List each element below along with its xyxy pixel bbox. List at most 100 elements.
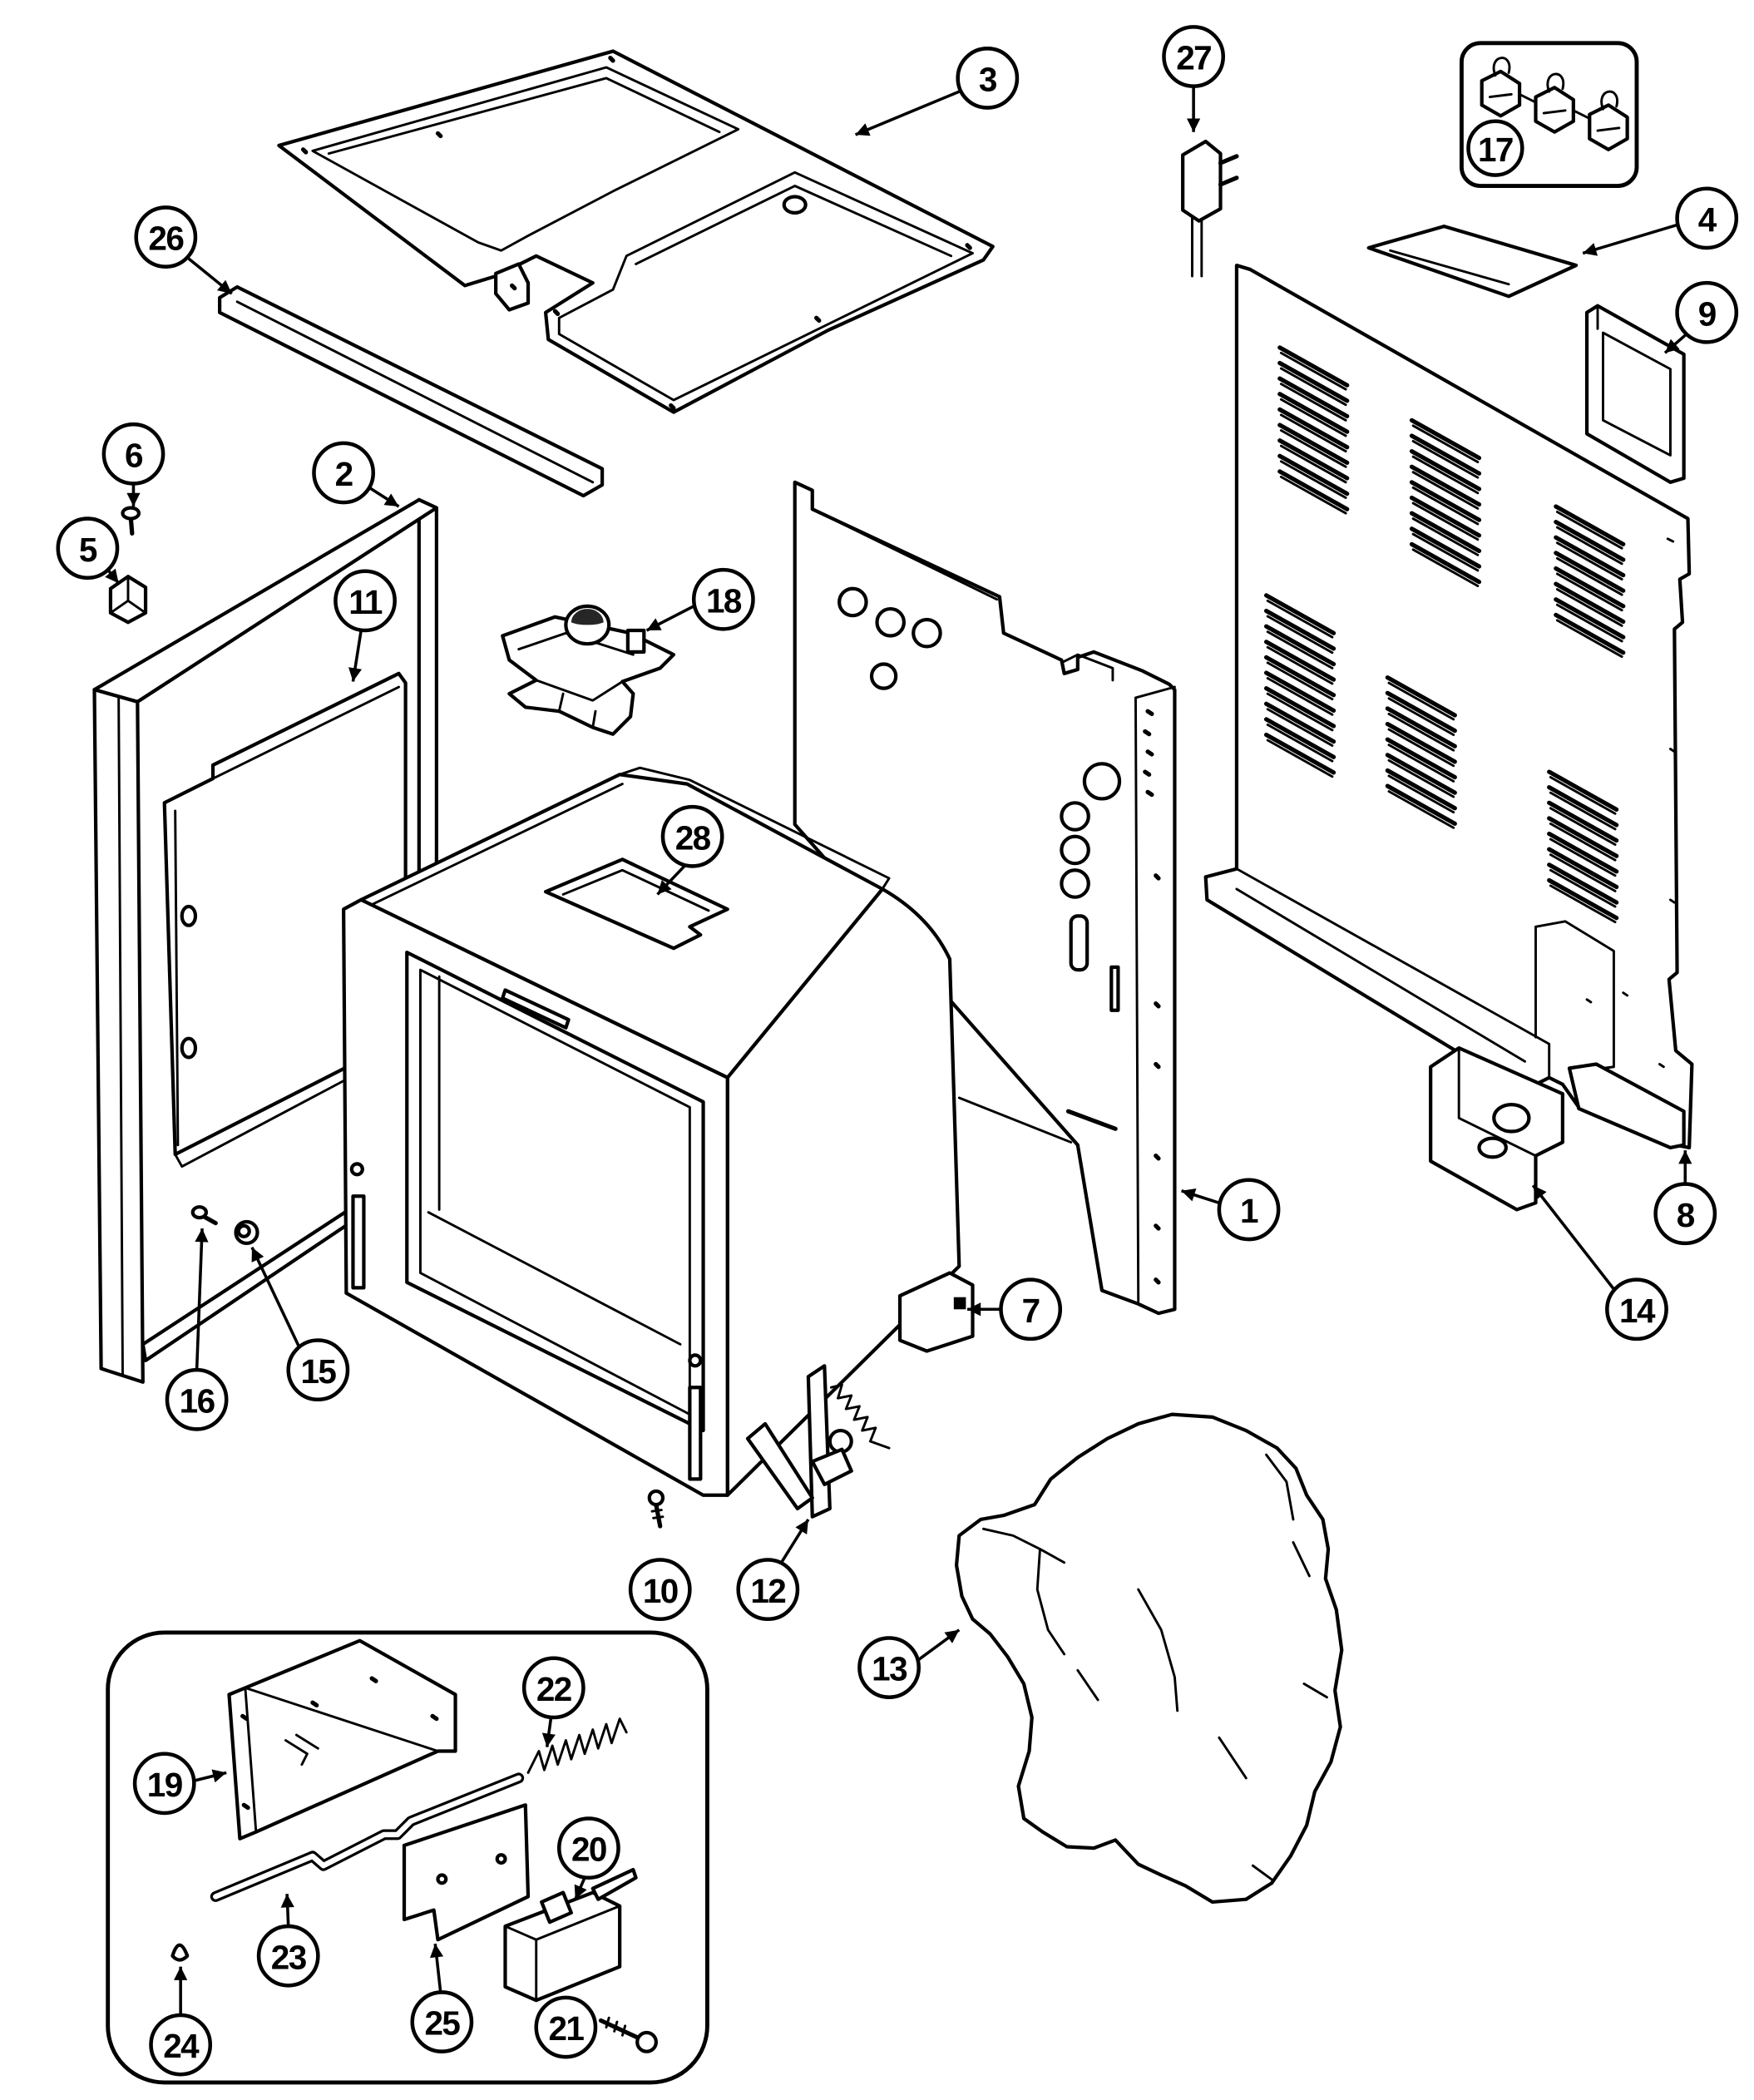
top-panel-recess [557, 170, 974, 402]
callout-label: 12 [750, 1572, 785, 1610]
leader-arrow-14 [1531, 1184, 1615, 1291]
part-9-bracket [1584, 304, 1686, 484]
part-10-screw [647, 1489, 665, 1529]
callout-circle [857, 1636, 921, 1699]
callout-label: 27 [1176, 39, 1211, 77]
part-22-spring [526, 1717, 628, 1774]
part-3-top-panel [277, 49, 995, 414]
callout-2: 2 [312, 441, 376, 505]
callout-1: 1 [1217, 1178, 1281, 1242]
callout-circle [999, 1277, 1063, 1342]
side-panel-slot [1069, 914, 1089, 972]
screw-head [190, 1205, 209, 1220]
side-panel-hole [875, 606, 906, 638]
leader-arrow-3 [854, 90, 960, 136]
callout-label: 8 [1677, 1196, 1695, 1234]
screw-shaft [654, 1502, 663, 1529]
strip-holes [1143, 709, 1161, 1285]
cover-plate-edge [561, 868, 710, 912]
insulation-texture [981, 1453, 1328, 1882]
leader-arrow-26 [187, 257, 233, 295]
cavity-frame-slot [501, 988, 571, 1030]
leader-arrow-28 [656, 865, 686, 896]
top-panel-screw-holes [300, 56, 972, 411]
cavity-side-slot [351, 1194, 366, 1290]
part-18-thermostat-bracket [501, 604, 676, 736]
callout-label: 21 [548, 2009, 584, 2048]
callout-10: 10 [628, 1558, 692, 1622]
cavity-screw-hole [688, 1353, 703, 1368]
bracket-hole [1492, 1102, 1531, 1134]
clip-wires [1488, 57, 1621, 132]
callout-circle [736, 1558, 800, 1622]
leader-arrow-15 [250, 1247, 301, 1348]
callout-label: 25 [424, 2004, 460, 2043]
callout-label: 9 [1698, 294, 1717, 333]
latch-hook [810, 1447, 853, 1486]
plate-outline [1366, 224, 1579, 299]
side-panel-hole [1060, 801, 1090, 832]
switch-bracket-fold [244, 1686, 439, 1834]
screw-thread [605, 2016, 627, 2037]
bracket-hole [1477, 1136, 1508, 1159]
callout-circle [1675, 186, 1739, 250]
side-panel-edges [811, 507, 1176, 1303]
callout-label: 24 [163, 2027, 200, 2065]
callout-15: 15 [286, 1338, 350, 1402]
side-panel-outline [793, 480, 1177, 1316]
bracket-details [517, 631, 635, 729]
screw-head [647, 1489, 665, 1507]
callout-circle [534, 1995, 598, 2059]
callout-28: 28 [660, 804, 724, 868]
callout-17: 17 [1466, 119, 1524, 177]
front-column [92, 688, 145, 1384]
vent-louvers [1263, 345, 1626, 921]
callout-circle [1605, 1277, 1668, 1342]
callout-25: 25 [410, 1990, 474, 2053]
callout-24: 24 [149, 2013, 213, 2077]
callout-label: 6 [125, 436, 143, 474]
cavity-opening [405, 950, 705, 1433]
part-19-switch-bracket [227, 1638, 457, 1841]
back-panel-lower-tab [1567, 1062, 1686, 1150]
part-20-door-switch [503, 1867, 638, 2003]
top-panel-recess [311, 66, 740, 252]
sensor-block [625, 628, 646, 655]
strip-edge [235, 300, 595, 484]
switch-edges [504, 1905, 621, 2002]
bracket-fold [1457, 1046, 1537, 1158]
part-16-screw [190, 1205, 218, 1226]
clip [1480, 69, 1522, 118]
callout-label: 10 [643, 1572, 678, 1610]
callout-label: 11 [348, 583, 383, 621]
rod-fill [213, 1775, 521, 1900]
front-column-edge [117, 694, 124, 1377]
callout-label: 22 [536, 1670, 571, 1708]
insulator-outline [402, 1803, 531, 1942]
callout-circle [691, 567, 755, 631]
callout-7: 7 [999, 1277, 1063, 1342]
part-25-insulator-plate [402, 1803, 531, 1942]
callout-6: 6 [101, 422, 166, 486]
callout-23: 23 [256, 1924, 320, 1988]
callout-8: 8 [1653, 1182, 1717, 1246]
callout-4: 4 [1675, 186, 1739, 250]
callout-circle [101, 422, 166, 486]
part-7-bracket [897, 1271, 975, 1353]
callout-circle [410, 1990, 474, 2053]
side-panel-hole [1060, 868, 1090, 899]
clip-fold [109, 575, 147, 615]
cavity-side-slot [688, 1386, 703, 1481]
switch-plunger [540, 1890, 573, 1925]
cap-shape [170, 1943, 190, 1962]
callout-label: 14 [1619, 1292, 1656, 1330]
callout-label: 3 [979, 61, 997, 99]
side-panel-slot [1065, 1109, 1118, 1131]
callout-19: 19 [132, 1752, 196, 1816]
callout-14: 14 [1605, 1277, 1668, 1342]
side-panel-hole [1060, 834, 1090, 866]
inner-panel-edges [174, 685, 408, 1169]
part-14-bracket [1429, 1045, 1564, 1212]
top-panel-hole [782, 195, 808, 215]
part-23-actuator-rod [210, 1772, 525, 1902]
